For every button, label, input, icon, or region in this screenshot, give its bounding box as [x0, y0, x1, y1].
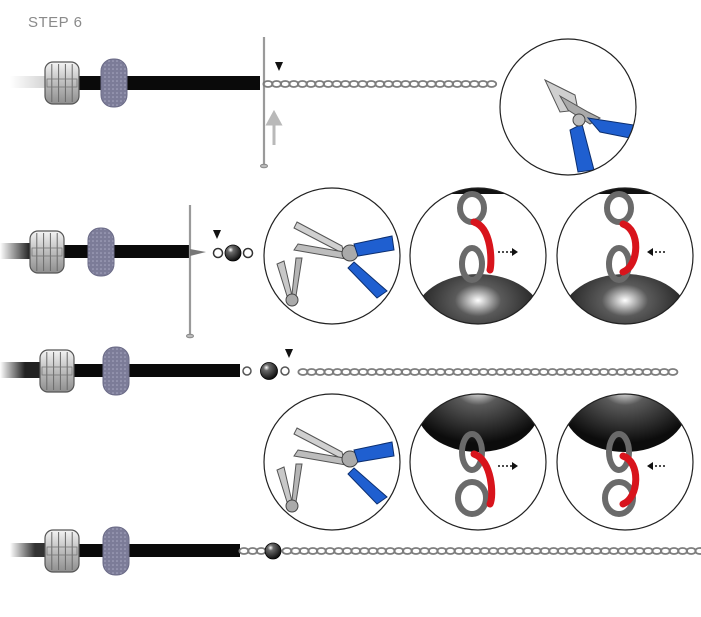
row-cut-chain: [10, 37, 498, 169]
dashed-arrow-icon: [498, 248, 518, 256]
ball-closeup: [416, 394, 540, 452]
triangle-marker-icon: [285, 349, 293, 358]
chain: [262, 80, 498, 88]
row-finished: [10, 526, 701, 576]
ball-bead: [260, 362, 278, 380]
step-title: STEP 6: [28, 14, 83, 31]
dashed-arrow-icon: [647, 248, 667, 256]
end-cap: [44, 61, 80, 105]
ball-closeup: [561, 274, 689, 324]
cutter-detail-circle: [499, 38, 637, 176]
wire-cutter-icon: [543, 78, 636, 173]
chain-nose-pliers-icon: [276, 427, 395, 513]
ball-closeup: [414, 274, 542, 324]
needle: [186, 205, 194, 339]
ball-bead: [264, 542, 282, 560]
textured-bead: [102, 346, 130, 396]
link-closed-detail-1: [556, 187, 694, 325]
row-ball-on-chain: [0, 346, 679, 396]
highlighted-jump-ring: [619, 220, 640, 276]
row-attach-ball: [0, 205, 254, 339]
end-cap: [44, 529, 80, 573]
chain: [297, 368, 679, 376]
cord: [40, 364, 240, 377]
highlighted-jump-ring: [619, 452, 640, 508]
textured-bead: [100, 58, 128, 108]
textured-bead: [102, 526, 130, 576]
link-open-detail-2: [409, 393, 547, 531]
highlighted-jump-ring: [470, 218, 495, 274]
link-open-detail-1: [409, 187, 547, 325]
triangle-marker-icon: [275, 62, 283, 71]
up-arrow-icon: [265, 109, 283, 145]
needle: [260, 37, 268, 169]
pliers-detail-circle-2: [263, 393, 401, 531]
pliers-detail-circle-1: [263, 187, 401, 325]
end-cap: [39, 349, 75, 393]
cord: [45, 544, 240, 557]
chain: [238, 547, 267, 555]
chain-nose-pliers-icon: [276, 221, 395, 307]
ball-bead: [224, 244, 242, 262]
ball-closeup: [563, 394, 687, 452]
cord: [55, 76, 260, 90]
link-closed-detail-2: [556, 393, 694, 531]
highlighted-jump-ring: [470, 450, 496, 508]
end-cap: [29, 230, 65, 274]
chain: [281, 547, 701, 555]
dashed-arrow-icon: [498, 462, 518, 470]
dashed-arrow-icon: [647, 462, 667, 470]
textured-bead: [87, 227, 115, 277]
triangle-marker-icon: [213, 230, 221, 239]
